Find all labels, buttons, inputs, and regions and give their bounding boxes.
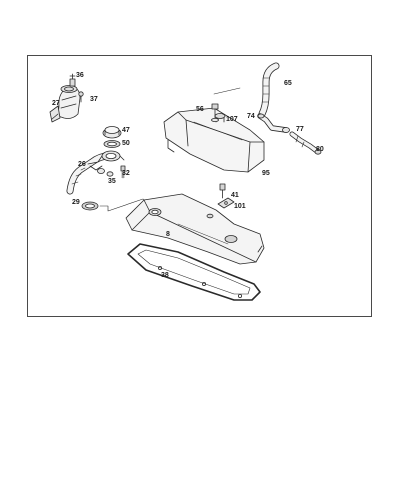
diagram-artwork <box>49 62 322 301</box>
hose-clamp-part <box>97 168 114 177</box>
callout-107: 107 <box>226 116 238 123</box>
callout-27: 27 <box>52 100 60 107</box>
callout-74: 74 <box>247 113 255 120</box>
gasket-ring-part <box>81 201 99 211</box>
breather-pipe-part <box>66 150 125 195</box>
filler-cap-part <box>102 126 122 139</box>
callout-32: 32 <box>122 170 130 177</box>
callout-35: 35 <box>108 178 116 185</box>
upper-cover-part <box>163 107 265 173</box>
callout-95: 95 <box>262 170 270 177</box>
exploded-parts-diagram: 36 37 27 47 50 26 35 32 29 65 56 107 74 … <box>27 55 372 317</box>
leader-line <box>213 87 241 95</box>
mounting-bolt-part <box>219 183 226 199</box>
breather-tube-part <box>257 113 290 133</box>
callout-38: 38 <box>161 272 169 279</box>
bracket-part <box>217 197 235 209</box>
callout-56: 56 <box>196 106 204 113</box>
oil-filler-neck-part <box>49 73 84 123</box>
bolt-part <box>120 165 126 179</box>
callout-101: 101 <box>234 203 246 210</box>
cylinder-head-cover-part <box>125 193 265 265</box>
callout-36: 36 <box>76 72 84 79</box>
breather-hose-part <box>258 62 280 118</box>
callout-50: 50 <box>122 140 130 147</box>
screw-part <box>211 103 219 123</box>
callout-41: 41 <box>231 192 239 199</box>
callout-80: 80 <box>316 146 324 153</box>
callout-47: 47 <box>122 127 130 134</box>
callout-8: 8 <box>166 231 170 238</box>
cover-gasket-part <box>127 243 261 301</box>
callout-29: 29 <box>72 199 80 206</box>
callout-77: 77 <box>296 126 304 133</box>
callout-37: 37 <box>90 96 98 103</box>
callout-26: 26 <box>78 161 86 168</box>
connector-hose-part <box>289 131 322 155</box>
seal-ring-part <box>103 140 121 148</box>
callout-65: 65 <box>284 80 292 87</box>
